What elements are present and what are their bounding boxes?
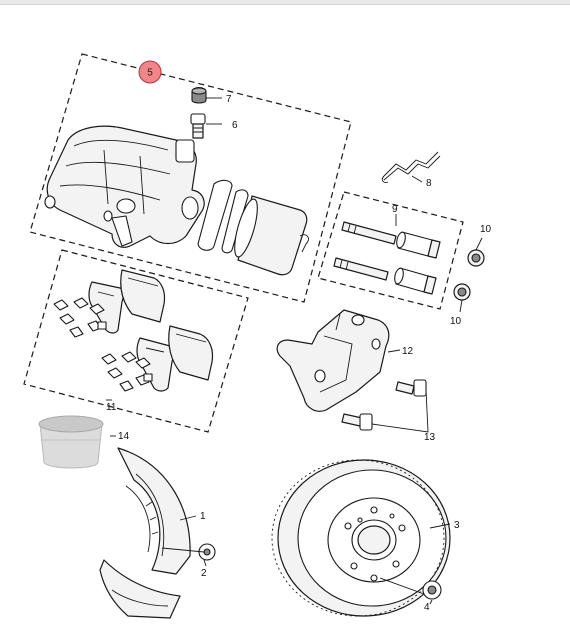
callout-4: 4 — [424, 602, 430, 613]
carrier-bolt-lower[interactable] — [341, 413, 373, 431]
callout-12: 12 — [402, 346, 414, 357]
caliper-piston[interactable] — [230, 195, 308, 276]
leader-lines — [106, 97, 483, 605]
brake-caliper[interactable] — [44, 125, 205, 248]
shield-bolt[interactable] — [198, 543, 216, 561]
callout-7: 7 — [226, 94, 232, 105]
brake-pad-upper-right[interactable] — [120, 269, 166, 323]
caliper-group-box — [29, 53, 352, 303]
pad-clip-hardware[interactable] — [53, 297, 153, 392]
bleed-screw[interactable] — [190, 113, 206, 139]
brake-disc[interactable] — [271, 459, 451, 617]
caliper-carrier[interactable] — [276, 309, 390, 412]
guide-pin-lower[interactable] — [333, 257, 389, 281]
top-edge-bar — [0, 0, 570, 5]
callout-10-top: 10 — [480, 224, 492, 235]
carrier-bolt-upper[interactable] — [395, 379, 427, 397]
grease-tub[interactable] — [38, 415, 104, 469]
bushing-top[interactable] — [467, 249, 485, 267]
callout-10-bottom: 10 — [450, 316, 462, 327]
disc-fastener[interactable] — [422, 580, 442, 600]
bushing-bottom[interactable] — [453, 283, 471, 301]
piston-retainer-clip[interactable] — [299, 234, 309, 253]
bleed-cap[interactable] — [191, 86, 207, 104]
guide-pin-upper[interactable] — [341, 221, 397, 245]
callout-11: 11 — [106, 402, 117, 413]
piston-seal-ring-small[interactable] — [221, 189, 249, 254]
group-badge-circle — [138, 60, 162, 84]
anti-rattle-spring[interactable] — [381, 151, 441, 183]
piston-seal-ring-large[interactable] — [197, 179, 233, 251]
callout-8: 8 — [426, 178, 432, 189]
callout-3: 3 — [454, 520, 460, 531]
dust-shield[interactable] — [99, 447, 191, 619]
callout-1: 1 — [200, 511, 206, 522]
pad-set-group-box — [23, 249, 249, 433]
brake-pad-lower-right[interactable] — [168, 325, 214, 381]
callout-9: 9 — [392, 204, 398, 215]
callout-13: 13 — [424, 432, 436, 443]
callout-5: 5 — [147, 68, 153, 79]
guide-pin-group-box — [317, 191, 464, 310]
guide-pin-boot-lower[interactable] — [393, 267, 437, 295]
callout-14: 14 — [118, 431, 130, 442]
guide-pin-boot-upper[interactable] — [395, 231, 441, 259]
callout-6: 6 — [232, 120, 238, 131]
callout-2: 2 — [201, 568, 207, 579]
group-badge: 5 — [138, 60, 162, 84]
